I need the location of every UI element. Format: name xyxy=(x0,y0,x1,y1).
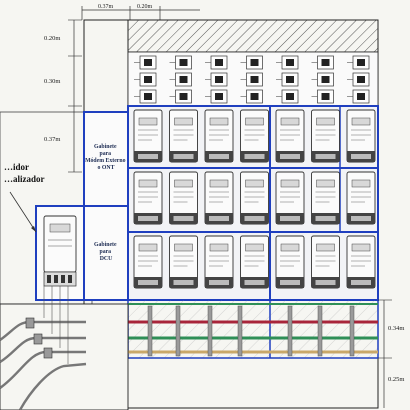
energy-meter xyxy=(240,109,269,163)
energy-meter xyxy=(169,235,198,289)
left-dimension: 0.20m 0.30m 0.37m xyxy=(44,19,82,173)
breaker xyxy=(205,72,228,87)
bus-clamp xyxy=(317,305,323,357)
breaker xyxy=(276,72,299,87)
breaker xyxy=(347,89,370,104)
dim-width-top-right: 0.20m xyxy=(137,4,153,10)
breaker xyxy=(205,89,228,104)
bus-clamp xyxy=(287,305,293,357)
bus-bar-zone xyxy=(127,299,379,359)
breaker xyxy=(347,72,370,87)
bus-clamp xyxy=(349,305,355,357)
bus-clamp xyxy=(175,305,181,357)
breaker xyxy=(169,89,192,104)
totalizer-callout-label: …idor …alizador xyxy=(4,162,45,184)
breaker xyxy=(276,55,299,70)
top-dimension: 0.37m 0.20m xyxy=(81,4,200,20)
energy-meter xyxy=(169,171,198,225)
energy-meter xyxy=(275,235,305,289)
energy-meter xyxy=(275,171,305,225)
energy-meter xyxy=(133,235,163,289)
energy-meter xyxy=(346,109,376,163)
energy-meter xyxy=(204,109,234,163)
breaker xyxy=(134,55,157,70)
breaker xyxy=(169,72,192,87)
energy-meter xyxy=(240,171,269,225)
energy-meter xyxy=(133,109,163,163)
dcu-cabinet xyxy=(83,205,129,301)
hatched-top-strip xyxy=(127,19,379,53)
bus-clamp xyxy=(207,305,213,357)
dim-height-bus-zone: 0.34m xyxy=(388,325,404,332)
energy-meter xyxy=(204,235,234,289)
breaker xyxy=(240,72,263,87)
bus-bars xyxy=(86,303,378,354)
energy-meter xyxy=(311,109,340,163)
dcu-cabinet-label: Gabinete para DCU xyxy=(94,242,118,262)
dim-width-top-left: 0.37m xyxy=(98,4,114,10)
breaker xyxy=(276,89,299,104)
bus-clamps xyxy=(93,305,355,359)
modem-cabinet xyxy=(83,111,129,207)
breaker xyxy=(311,89,334,104)
breaker xyxy=(240,89,263,104)
energy-meter xyxy=(133,171,163,225)
cable-zone xyxy=(0,303,129,410)
breaker xyxy=(205,55,228,70)
callout-arrow xyxy=(9,191,37,233)
energy-meter xyxy=(311,171,340,225)
bus-clamp xyxy=(147,305,153,357)
energy-meter xyxy=(311,235,340,289)
meter-grid xyxy=(133,109,376,289)
bus-clamp xyxy=(237,305,243,357)
energy-meter xyxy=(204,171,234,225)
energy-meter xyxy=(275,109,305,163)
breaker xyxy=(311,55,334,70)
energy-meter xyxy=(240,235,269,289)
energy-meter xyxy=(346,171,376,225)
breaker-grid xyxy=(134,55,370,104)
totalizer-meter xyxy=(43,215,77,287)
breaker xyxy=(240,55,263,70)
dim-height-row-2: 0.30m xyxy=(44,78,60,85)
dim-height-bottom: 0.25m xyxy=(388,376,404,383)
energy-meter xyxy=(169,109,198,163)
breaker xyxy=(169,55,192,70)
breaker xyxy=(347,55,370,70)
incoming-cables xyxy=(0,286,87,410)
breaker xyxy=(134,89,157,104)
dim-height-row-1: 0.20m xyxy=(44,35,60,42)
energy-meter xyxy=(346,235,376,289)
dim-height-row-3: 0.37m xyxy=(44,136,60,143)
breaker xyxy=(134,72,157,87)
bottom-dimension: 0.34m 0.25m xyxy=(378,299,404,408)
modem-cabinet-label: Gabinete para Módem Externo o ONT xyxy=(85,144,127,171)
breaker xyxy=(311,72,334,87)
